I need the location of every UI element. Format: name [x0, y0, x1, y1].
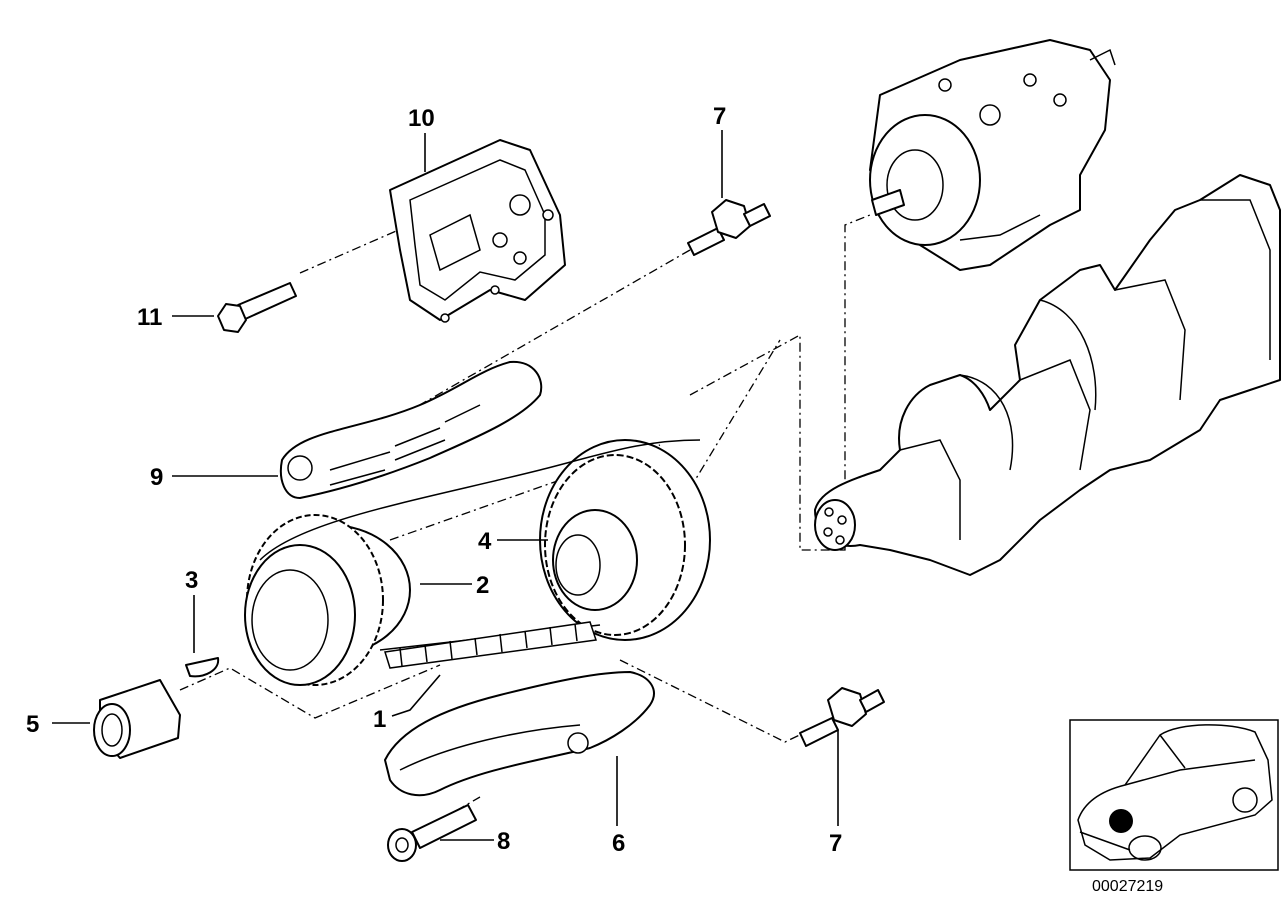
- callout-4: 4: [478, 528, 492, 555]
- guide-rail-part-9: [280, 360, 543, 499]
- callout-8: 8: [497, 828, 510, 855]
- bolt-part-11: [217, 282, 297, 333]
- high-pressure-pump: [869, 39, 1116, 271]
- stud-bolt-part-7-lower: [799, 687, 885, 747]
- callout-11: 11: [137, 304, 162, 331]
- sleeve-part-5: [93, 679, 181, 759]
- key-part-3: [185, 657, 220, 678]
- callout-9: 9: [150, 464, 163, 491]
- callout-7-lower: 7: [829, 830, 842, 857]
- callout-10: 10: [408, 105, 435, 132]
- callout-5: 5: [26, 711, 39, 738]
- timing-chain-part-1: [259, 439, 701, 669]
- sprocket-part-4: [539, 439, 711, 641]
- callout-6: 6: [612, 830, 625, 857]
- leader-lines: [52, 130, 839, 841]
- callout-2: 2: [476, 572, 489, 599]
- callout-3: 3: [185, 567, 198, 594]
- callout-numbers: 10 7 11 9 4 2 3 5 1 8 6 7: [26, 103, 842, 857]
- vehicle-locator-inset: [1069, 719, 1279, 871]
- bracket-part-10: [389, 139, 566, 323]
- callout-1: 1: [373, 706, 386, 733]
- sprocket-part-2: [244, 514, 411, 686]
- stud-bolt-part-7-upper: [687, 199, 771, 256]
- location-marker: [1109, 809, 1133, 833]
- tensioner-rail-part-6: [384, 671, 655, 797]
- callout-7-upper: 7: [713, 103, 726, 130]
- crankshaft: [814, 174, 1281, 576]
- bolt-part-8: [387, 804, 477, 862]
- diagram-code: 00027219: [1092, 878, 1163, 895]
